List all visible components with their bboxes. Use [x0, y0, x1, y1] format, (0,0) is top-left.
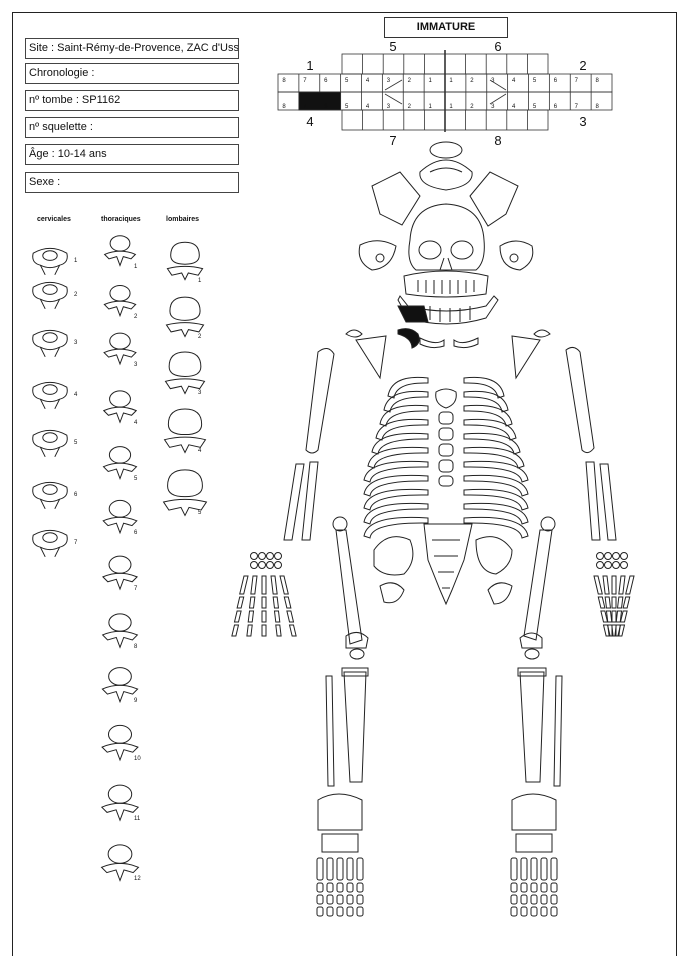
hyoid-preserved: [398, 329, 419, 348]
temporal-left: [359, 241, 396, 270]
skull-top-view: [420, 142, 472, 190]
hand-right: [594, 553, 634, 637]
clavicles: [346, 330, 550, 348]
temporal-right: [500, 241, 533, 270]
scapulae: [356, 336, 540, 378]
ilium-right: [476, 537, 512, 604]
ribs: [364, 377, 528, 538]
tibia-fibula-left: [326, 668, 368, 786]
skull-front: [404, 204, 488, 297]
forearm-right: [586, 462, 616, 540]
hand-left: [232, 553, 296, 637]
sternum: [436, 389, 457, 486]
humerus-right: [566, 347, 594, 452]
tibia-fibula-right: [518, 668, 562, 786]
sacrum: [424, 524, 472, 604]
mandible: [398, 296, 498, 324]
ilium-left: [374, 537, 413, 603]
femur-left: [333, 517, 368, 648]
parietal-left: [372, 172, 420, 225]
forearm-left: [284, 462, 318, 540]
patellae: [350, 649, 539, 659]
humerus-left: [306, 348, 334, 453]
foot-right: [511, 794, 557, 916]
foot-left: [317, 794, 363, 916]
